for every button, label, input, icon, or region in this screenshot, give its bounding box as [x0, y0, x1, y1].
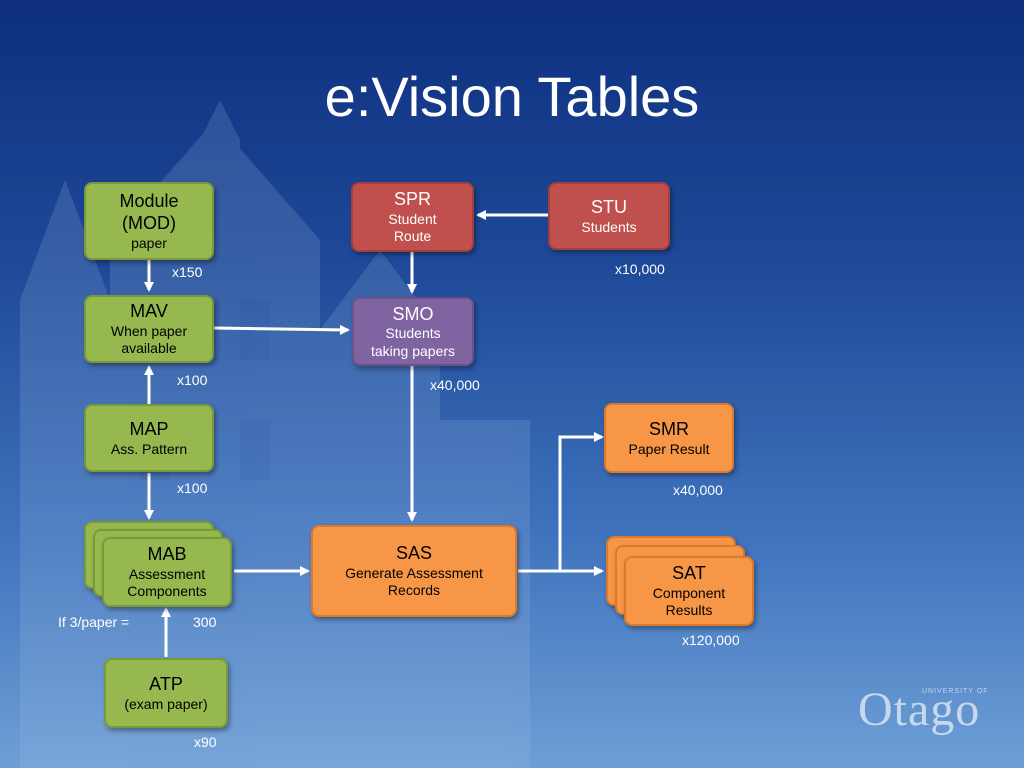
- sas-sub-1: Generate Assessment: [345, 564, 483, 581]
- mav-count: x100: [177, 372, 208, 388]
- spr-box: SPR Student Route: [351, 182, 474, 252]
- module-code: (MOD): [122, 213, 176, 234]
- module-box: Module (MOD) paper: [84, 182, 214, 260]
- atp-title: ATP: [149, 674, 183, 694]
- mab-title: MAB: [147, 544, 187, 565]
- spr-sub-2: Route: [393, 228, 432, 245]
- map-title: MAP: [129, 419, 169, 439]
- spr-title: SPR: [393, 189, 431, 210]
- mav-sub-2: available: [121, 340, 177, 357]
- mab-note: If 3/paper =: [58, 614, 130, 630]
- sas-box: SAS Generate Assessment Records: [311, 525, 517, 617]
- mab-count: 300: [193, 614, 217, 630]
- stu-box: STU Students: [548, 182, 670, 250]
- mod-count: x150: [172, 264, 203, 280]
- sas-title: SAS: [395, 543, 433, 564]
- stu-sub: Students: [581, 218, 637, 235]
- module-sub: paper: [131, 234, 167, 251]
- sat-title: SAT: [672, 563, 706, 584]
- otago-logo: Otago: [858, 683, 981, 736]
- map-box: MAP Ass. Pattern: [84, 404, 214, 472]
- mav-title: MAV: [130, 301, 168, 322]
- spr-sub-1: Student: [388, 210, 437, 227]
- smo-count: x40,000: [430, 377, 480, 393]
- mav-sub-1: When paper: [110, 322, 188, 339]
- mab-box: MAB Assessment Components: [102, 537, 232, 607]
- sas-sub-2: Records: [387, 582, 441, 599]
- atp-count: x90: [194, 734, 217, 750]
- sat-box: SAT Component Results: [624, 556, 754, 626]
- smr-count: x40,000: [673, 482, 723, 498]
- mav-box: MAV When paper available: [84, 295, 214, 363]
- map-count: x100: [177, 480, 208, 496]
- sat-count: x120,000: [682, 632, 740, 648]
- arrow-sas-smr: [558, 432, 604, 571]
- atp-box: ATP (exam paper): [104, 658, 228, 728]
- smo-box: SMO Students taking papers: [352, 297, 474, 366]
- map-sub: Ass. Pattern: [110, 440, 188, 457]
- sat-sub-1: Component: [652, 584, 726, 601]
- logo-university-of: UNIVERSITY OF: [922, 688, 989, 695]
- smo-sub-2: taking papers: [370, 342, 456, 359]
- mab-sub-2: Components: [127, 583, 207, 600]
- mab-sub-1: Assessment: [128, 565, 206, 582]
- sat-sub-2: Results: [665, 602, 713, 619]
- smo-title: SMO: [392, 303, 434, 324]
- stu-count: x10,000: [615, 261, 665, 277]
- smo-sub-1: Students: [385, 325, 441, 342]
- smr-sub: Paper Result: [628, 440, 710, 457]
- stu-title: STU: [591, 197, 627, 217]
- smr-box: SMR Paper Result: [604, 403, 734, 473]
- atp-sub: (exam paper): [124, 695, 208, 712]
- page-title: e:Vision Tables: [324, 65, 700, 128]
- module-title: Module: [119, 190, 179, 211]
- arrow-mav-smo: [213, 324, 350, 335]
- smr-title: SMR: [649, 419, 689, 439]
